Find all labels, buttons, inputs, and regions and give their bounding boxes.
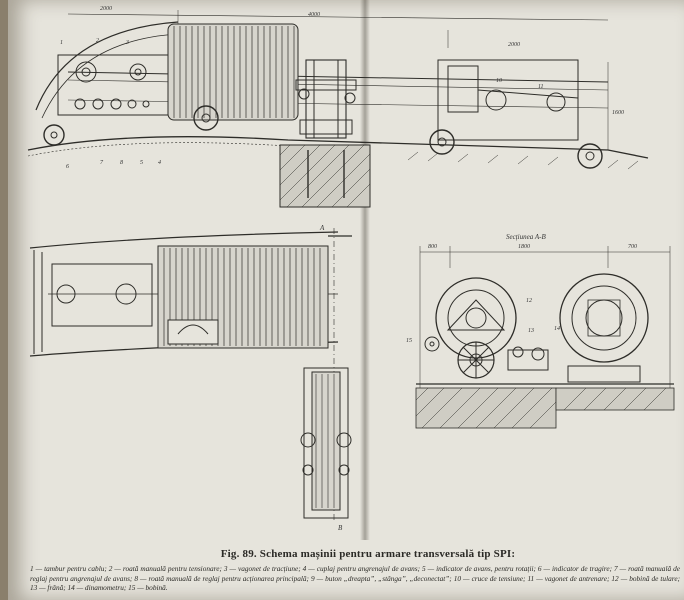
dimension-label: 1800 bbox=[518, 244, 530, 250]
cable-drum bbox=[167, 23, 299, 121]
part-number: 1 bbox=[60, 40, 63, 46]
section-view bbox=[415, 246, 675, 429]
part-number: 15 bbox=[406, 338, 412, 344]
part-number: 2 bbox=[96, 38, 99, 44]
plan-view bbox=[29, 228, 352, 520]
part-number: 4 bbox=[158, 160, 161, 166]
part-number: 5 bbox=[140, 160, 143, 166]
part-number: 11 bbox=[538, 84, 544, 90]
dimension-label: 2000 bbox=[508, 42, 520, 48]
part-number: 8 bbox=[120, 160, 123, 166]
figure-legend: 1 — tambur pentru cablu; 2 — roată manua… bbox=[30, 564, 680, 592]
section-mark-b: B bbox=[338, 524, 343, 532]
book-spine-shadow bbox=[360, 0, 370, 540]
dimension-label: 4000 bbox=[308, 12, 320, 18]
section-title: Secțiunea A-B bbox=[506, 233, 546, 241]
part-number: 10 bbox=[496, 78, 502, 84]
machine-schematic-drawing bbox=[27, 10, 675, 520]
part-number: 13 bbox=[528, 328, 534, 334]
section-mark-a: A bbox=[320, 224, 325, 232]
part-number: 3 bbox=[126, 40, 129, 46]
book-page: 2000 4000 2000 1600 800 1800 700 Secțiun… bbox=[8, 0, 684, 600]
part-number: 6 bbox=[66, 164, 69, 170]
part-number: 12 bbox=[526, 298, 532, 304]
dimension-label: 800 bbox=[428, 244, 437, 250]
dimension-label: 700 bbox=[628, 244, 637, 250]
top-elevation-view bbox=[27, 10, 649, 208]
figure-caption: Fig. 89. Schema mașinii pentru armare tr… bbox=[220, 548, 516, 560]
part-number: 14 bbox=[554, 326, 560, 332]
part-number: 7 bbox=[100, 160, 103, 166]
dimension-label: 2000 bbox=[100, 6, 112, 12]
dimension-label: 1600 bbox=[612, 110, 624, 116]
